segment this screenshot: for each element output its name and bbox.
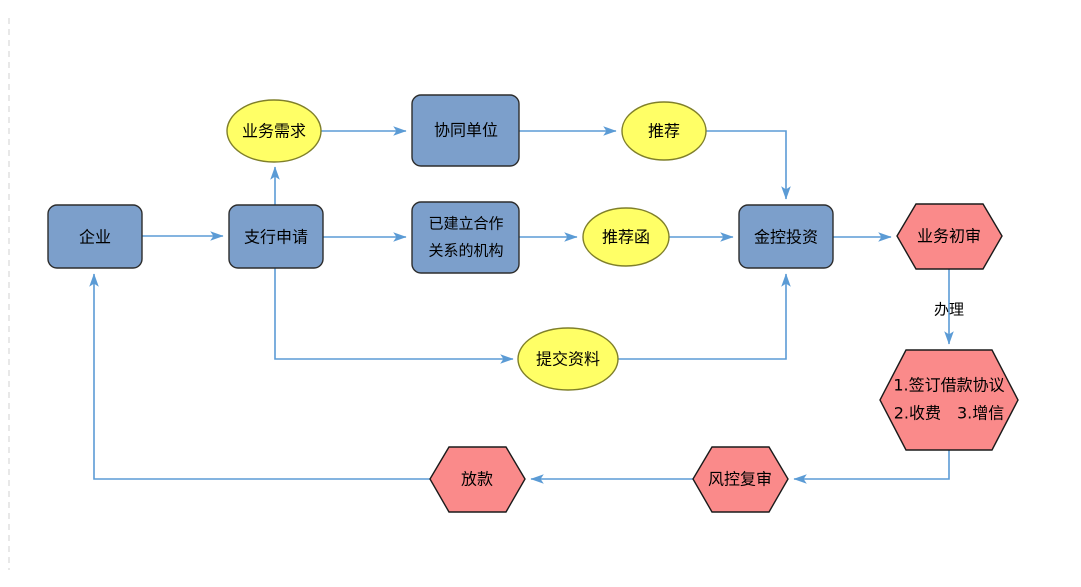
node-qiye-label: 企业	[79, 228, 111, 247]
node-fangkuan-shape	[429, 446, 526, 513]
node-jinkong-touzi-shape	[738, 204, 834, 269]
node-tuijianhan[interactable]: 推荐函	[582, 207, 670, 267]
edge-xieyi-to-fengkong	[793, 450, 950, 484]
node-fengkong-fushen-shape	[692, 446, 789, 513]
node-zhihang-shenqing[interactable]: 支行申请	[228, 204, 324, 269]
node-zhihang-shenqing-label: 支行申请	[244, 228, 308, 247]
node-tuijian-label: 推荐	[648, 122, 680, 141]
edge-zhihang-to-tijiaoziliao	[274, 268, 514, 364]
node-yewu-chushen[interactable]: 业务初审	[896, 203, 1003, 270]
node-qianding-xieyi-shape	[879, 349, 1019, 451]
node-xietong-danwei[interactable]: 协同单位	[411, 94, 520, 167]
node-yewu-chushen-shape	[896, 203, 1003, 270]
edge-label-banli: 办理	[934, 301, 964, 319]
node-yewu-xuqiu-label: 业务需求	[242, 122, 306, 141]
node-yijianli-hezuo-jigou-label-line1: 已建立合作	[428, 215, 503, 233]
node-xietong-danwei-shape	[411, 94, 520, 167]
node-qianding-xieyi-label-line2: 2.收费 3.增信	[894, 404, 1005, 423]
node-yijianli-hezuo-jigou[interactable]: 已建立合作 关系的机构	[411, 201, 520, 274]
node-qianding-xieyi-label-line1: 1.签订借款协议	[893, 376, 1004, 395]
node-tijiao-ziliao-label: 提交资料	[536, 350, 600, 369]
node-fengkong-fushen-label: 风控复审	[708, 470, 772, 489]
node-tijiao-ziliao-shape	[517, 327, 619, 391]
node-zhihang-shenqing-shape	[228, 204, 324, 269]
node-jinkong-touzi-label: 金控投资	[754, 228, 818, 247]
node-yewu-xuqiu-shape	[226, 99, 322, 163]
node-yewu-chushen-label: 业务初审	[917, 227, 981, 246]
node-fengkong-fushen[interactable]: 风控复审	[692, 446, 789, 513]
node-xietong-danwei-label: 协同单位	[434, 121, 498, 140]
node-jinkong-touzi[interactable]: 金控投资	[738, 204, 834, 269]
node-tuijianhan-shape	[582, 207, 670, 267]
node-qiye[interactable]: 企业	[47, 204, 143, 269]
node-yijianli-hezuo-jigou-label-line2: 关系的机构	[428, 242, 503, 260]
node-qiye-shape	[47, 204, 143, 269]
node-fangkuan-label: 放款	[461, 470, 493, 489]
edge-fangkuan-to-qiye	[89, 273, 430, 480]
node-yijianli-hezuo-jigou-shape	[411, 201, 520, 274]
node-tuijianhan-label: 推荐函	[602, 228, 650, 247]
node-fangkuan[interactable]: 放款	[429, 446, 526, 513]
edge-tijiaoziliao-to-jinkong	[618, 273, 791, 360]
node-yewu-xuqiu[interactable]: 业务需求	[226, 99, 322, 163]
node-tuijian-shape	[621, 101, 707, 161]
node-qianding-xieyi[interactable]: 1.签订借款协议 2.收费 3.增信	[879, 349, 1019, 451]
node-tuijian[interactable]: 推荐	[621, 101, 707, 161]
edge-tuijian-to-jinkong	[706, 130, 791, 200]
node-tijiao-ziliao[interactable]: 提交资料	[517, 327, 619, 391]
